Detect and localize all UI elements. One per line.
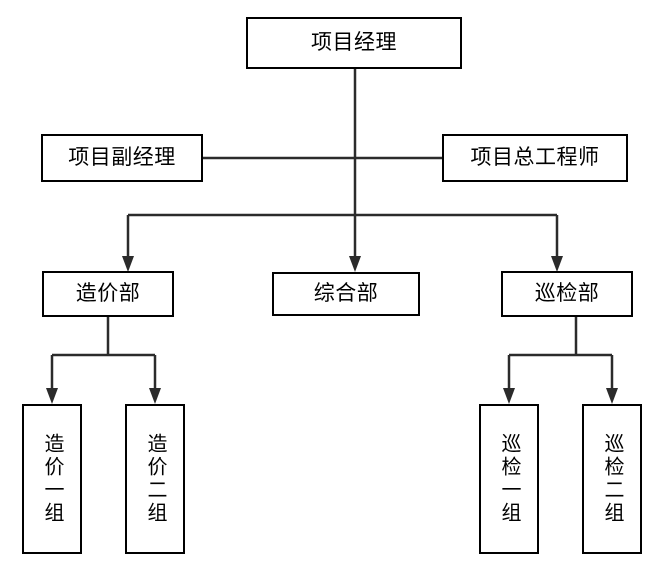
node-inspection-group-one[interactable]: 巡检一组: [479, 404, 539, 554]
node-inspection-department[interactable]: 巡检部: [501, 271, 633, 317]
node-label: 项目经理: [311, 30, 397, 54]
node-cost-group-two[interactable]: 造价二组: [125, 404, 185, 554]
node-label: 项目总工程师: [470, 145, 600, 169]
node-project-manager[interactable]: 项目经理: [246, 17, 462, 69]
node-label: 项目副经理: [68, 145, 176, 169]
node-label: 造价一组: [41, 433, 63, 525]
node-cost-group-one[interactable]: 造价一组: [22, 404, 82, 554]
node-label: 造价二组: [144, 433, 166, 525]
node-label: 综合部: [313, 281, 379, 305]
node-general-department[interactable]: 综合部: [272, 272, 420, 316]
node-label: 造价部: [75, 281, 141, 305]
arrow-general-dept: [349, 256, 361, 272]
arrow-inspection-dept: [551, 256, 563, 272]
node-chief-engineer[interactable]: 项目总工程师: [442, 134, 628, 182]
node-label: 巡检一组: [498, 433, 520, 525]
arrow-cost-group2: [149, 388, 161, 404]
node-inspection-group-two[interactable]: 巡检二组: [582, 404, 642, 554]
node-deputy-project-manager[interactable]: 项目副经理: [41, 134, 203, 182]
arrow-cost-dept: [122, 256, 134, 272]
arrow-inspection-group2: [606, 388, 618, 404]
node-cost-department[interactable]: 造价部: [42, 271, 174, 317]
node-label: 巡检部: [534, 281, 600, 305]
arrow-cost-group1: [46, 388, 58, 404]
arrow-inspection-group1: [503, 388, 515, 404]
node-label: 巡检二组: [601, 433, 623, 525]
